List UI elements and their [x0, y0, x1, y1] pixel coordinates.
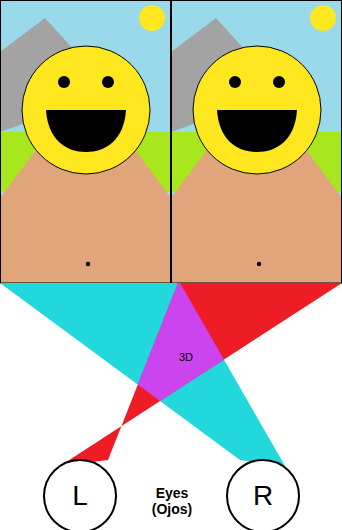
left-picture [0, 0, 171, 283]
right-picture [171, 0, 342, 283]
3d-overlap [60, 283, 342, 466]
node-text: 3D [179, 351, 193, 363]
label-text: Eyes (Ojos) [137, 485, 207, 517]
node-text: L [72, 482, 88, 510]
overlap-region: 3D [173, 348, 199, 366]
eyes-label: Eyes (Ojos) [137, 485, 207, 517]
left-eye-circle: L [43, 459, 117, 530]
right-eye-circle: R [226, 459, 300, 530]
node-text: R [253, 482, 273, 510]
right-view-cone [60, 283, 342, 466]
